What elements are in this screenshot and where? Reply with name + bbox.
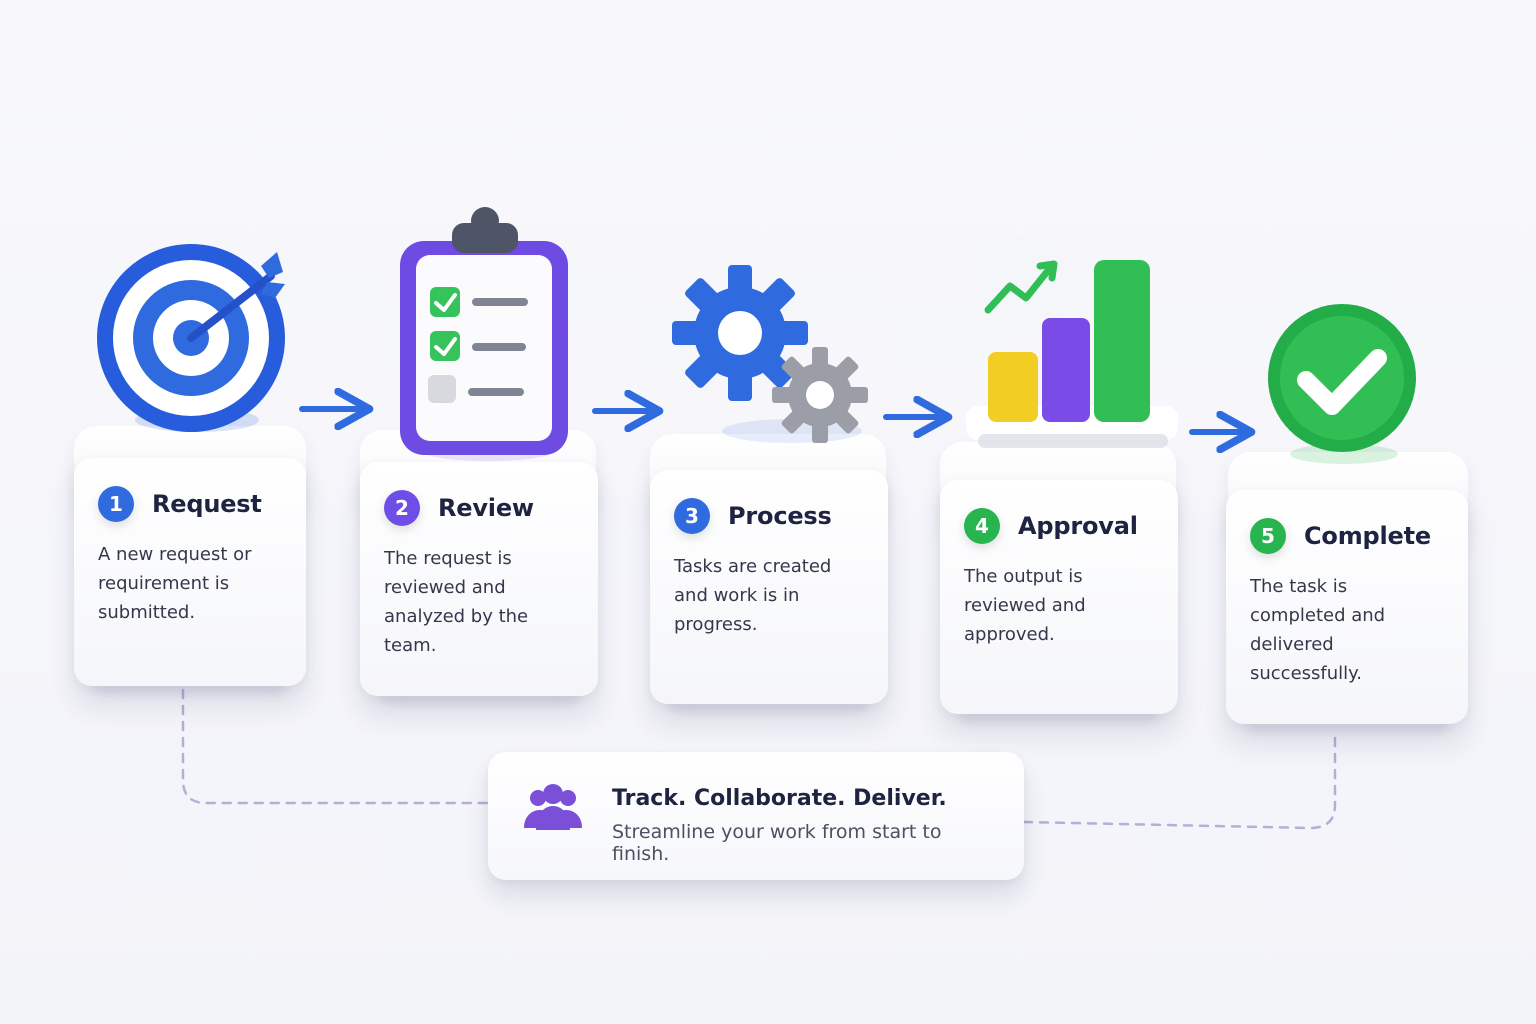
step-title: Process — [728, 502, 832, 530]
summary-connector-right — [1022, 728, 1337, 830]
clipboard-checklist-icon — [396, 207, 576, 467]
summary-connector-left — [181, 688, 490, 805]
summary-subtitle: Streamline your work from start to finis… — [612, 821, 942, 865]
step-title: Review — [438, 494, 534, 522]
step-description: A new request or requirement is submitte… — [98, 544, 252, 624]
step-number-badge: 1 — [98, 486, 134, 522]
step-number-badge: 4 — [964, 508, 1000, 544]
checkmark-circle-icon — [1268, 300, 1428, 470]
summary-title: Track. Collaborate. Deliver. — [612, 786, 947, 811]
step-number-badge: 3 — [674, 498, 710, 534]
summary-card: Track. Collaborate. Deliver. Streamline … — [488, 752, 1024, 880]
step-number-badge: 5 — [1250, 518, 1286, 554]
step-description: The output is reviewed and approved. — [964, 566, 1086, 646]
team-icon — [520, 784, 586, 834]
gears-icon — [664, 255, 874, 450]
step-title: Request — [152, 490, 262, 518]
step-card-5: 5 Complete The task is completed and del… — [1226, 490, 1468, 724]
step-title: Complete — [1304, 522, 1431, 550]
target-icon — [95, 242, 295, 442]
growth-chart-icon — [958, 230, 1178, 470]
step-card-1: 1 Request A new request or requirement i… — [74, 458, 306, 686]
step-title: Approval — [1018, 512, 1138, 540]
step-card-4: 4 Approval The output is reviewed and ap… — [940, 480, 1178, 714]
step-card-2: 2 Review The request is reviewed and ana… — [360, 462, 598, 696]
step-description: The request is reviewed and analyzed by … — [384, 548, 529, 657]
step-card-3: 3 Process Tasks are created and work is … — [650, 470, 888, 704]
step-description: Tasks are created and work is in progres… — [674, 556, 832, 636]
step-number-badge: 2 — [384, 490, 420, 526]
step-description: The task is completed and delivered succ… — [1250, 576, 1386, 685]
